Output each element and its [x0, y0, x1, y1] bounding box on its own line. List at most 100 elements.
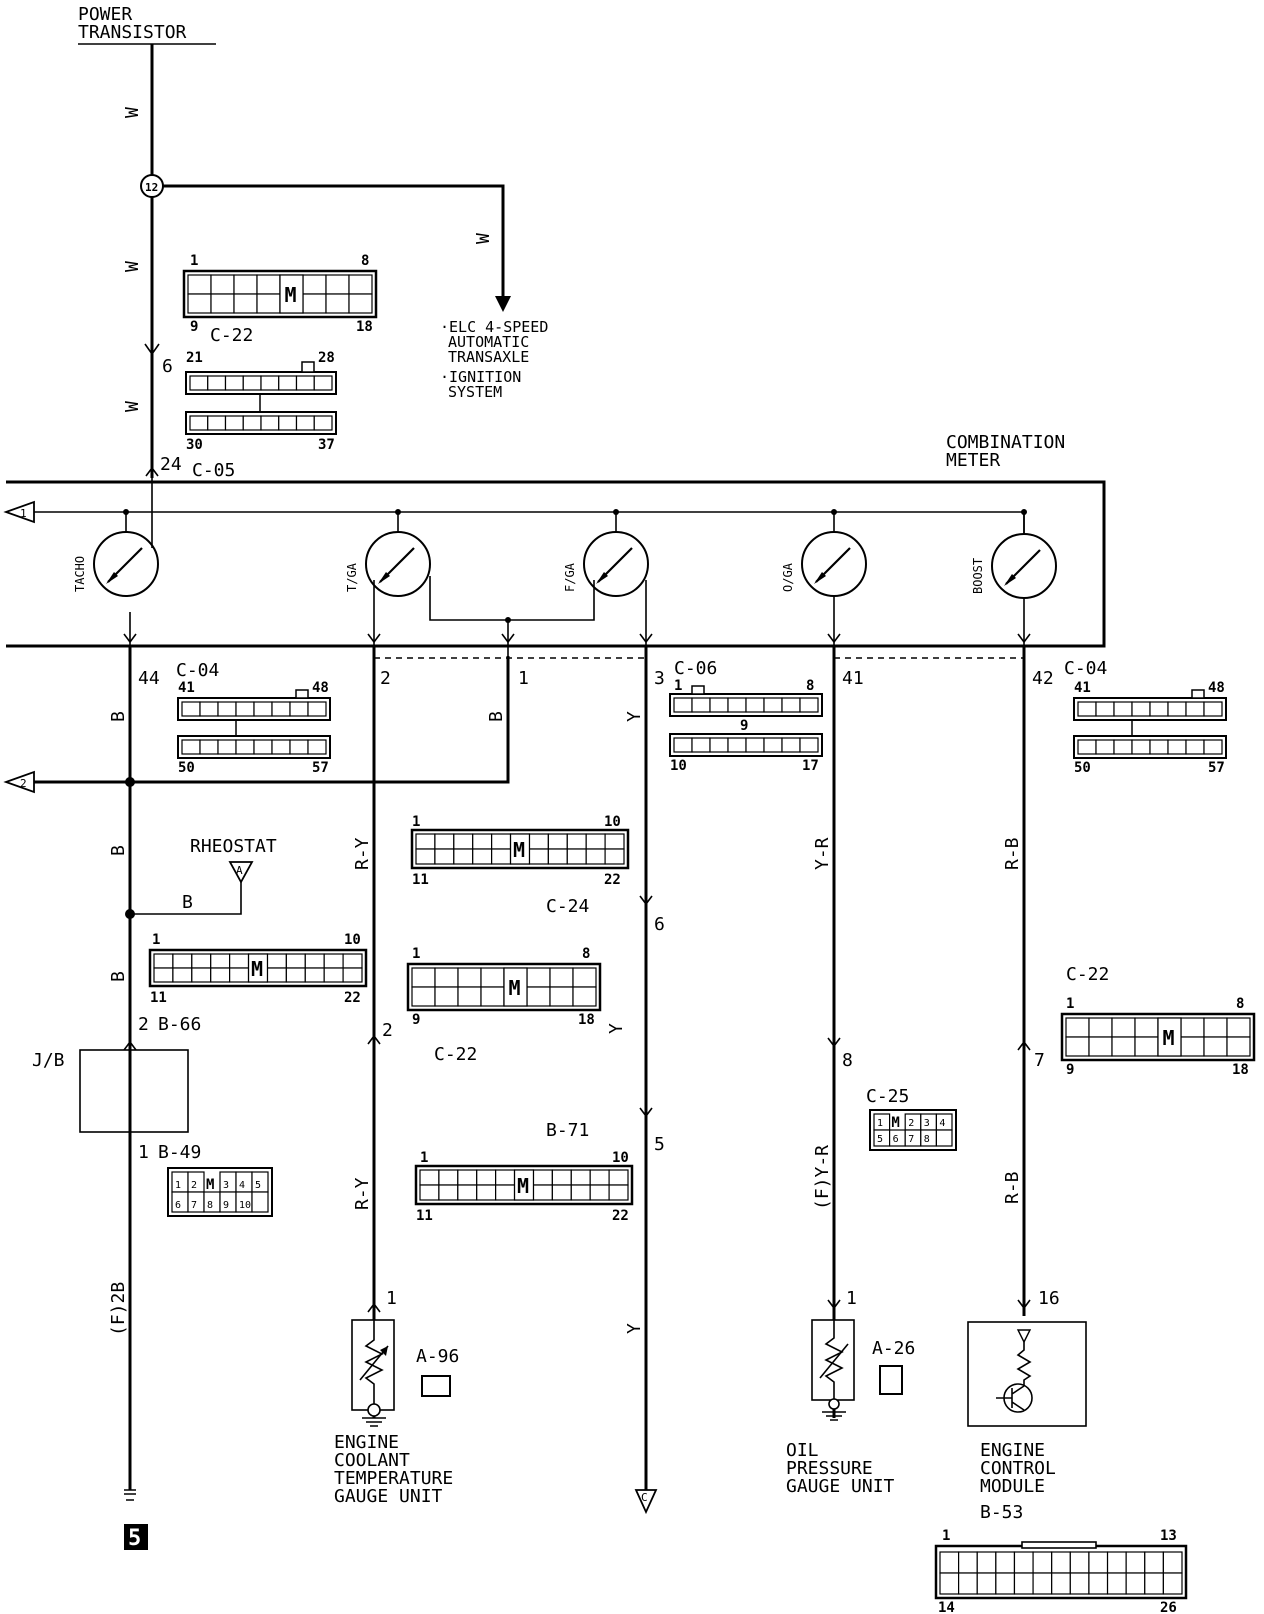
connector-cell	[235, 739, 255, 755]
connector-cell	[260, 415, 280, 431]
connector-cell	[304, 953, 325, 969]
c22top-pin1: 1	[190, 253, 198, 269]
splice-label: 12	[145, 181, 158, 194]
connector-c05	[185, 361, 337, 435]
connector-cell	[472, 833, 493, 850]
ect-arrowhead-icon	[380, 1346, 388, 1356]
connector-c06	[669, 685, 823, 757]
connector-cell	[419, 1169, 440, 1186]
connector-cell	[233, 293, 258, 314]
connector-cell	[939, 1551, 960, 1574]
a96-connector-icon	[421, 1375, 451, 1397]
connector-cell	[210, 274, 235, 295]
gauge-tacho-arrowhead-icon	[106, 572, 118, 584]
wire-color-y-2: Y	[606, 1023, 627, 1034]
b66-id: B-66	[158, 1014, 201, 1035]
c06-pin9: 9	[740, 718, 748, 734]
rheostat-offpage-icon	[228, 861, 254, 884]
connector-cell	[528, 848, 549, 865]
connector-cell	[181, 701, 201, 717]
connector-cell	[313, 415, 333, 431]
c05-pin37: 37	[318, 437, 335, 453]
connector-cell	[549, 986, 574, 1007]
c24-pin22: 22	[604, 872, 621, 888]
connector-cell	[1077, 739, 1097, 755]
connector-cell	[1088, 1036, 1113, 1057]
ect-ground-icon	[362, 1417, 386, 1427]
connector-cell	[457, 986, 482, 1007]
connector-cell	[1088, 1551, 1109, 1574]
connector-pin-number: 3	[924, 1118, 930, 1129]
connector-chevron-icon	[123, 633, 137, 644]
c22top-pin18: 18	[356, 319, 373, 335]
connector-cell	[415, 848, 436, 865]
junction-block	[79, 1049, 189, 1133]
c06-pin17: 17	[802, 758, 819, 774]
gauge-boost-label: BOOST	[971, 558, 985, 594]
connector-chevron-icon	[639, 1107, 653, 1118]
connector-cell	[1051, 1572, 1071, 1595]
connector-cell	[256, 274, 281, 295]
connector-cell	[207, 415, 227, 431]
connector-cell	[958, 1551, 978, 1574]
ect-label-3: TEMPERATURE	[334, 1468, 453, 1489]
connector-cell	[224, 375, 244, 391]
connector-cell	[589, 1169, 610, 1186]
connector-cell	[1149, 701, 1169, 717]
connector-pin-number: 1	[877, 1118, 883, 1129]
connector-cell	[549, 967, 574, 988]
connector-cell	[285, 953, 306, 969]
connector-cell	[189, 415, 209, 431]
b71-pin10: 10	[612, 1150, 629, 1166]
connector-cell	[799, 737, 819, 753]
c22top-id: C-22	[210, 325, 253, 346]
connector-key-mark: M	[891, 1115, 899, 1131]
ect-label-1: ENGINE	[334, 1432, 399, 1453]
rheostat-offpage-label: A	[236, 864, 243, 877]
pin-44: 44	[138, 668, 160, 689]
connector-cell	[1131, 739, 1151, 755]
connector-pin-number: 1	[175, 1180, 181, 1191]
connector-cell	[1065, 1017, 1090, 1038]
connector-cell	[235, 701, 255, 717]
connector-pin-number: 8	[207, 1200, 213, 1211]
connector-cell	[323, 953, 344, 969]
c04b-pin41: 41	[1074, 680, 1091, 696]
connector-cell	[1125, 1551, 1146, 1574]
gauge-tga: T/GA	[345, 509, 431, 597]
b71-pin11: 11	[416, 1208, 433, 1224]
connector-cell	[210, 293, 235, 314]
connector-cell	[1203, 1036, 1228, 1057]
connector-c04-right	[1073, 689, 1227, 759]
c22c-pin1: 1	[1066, 996, 1074, 1012]
connector-cell	[709, 697, 729, 713]
ground-point-badge	[124, 1524, 148, 1550]
connector-cell	[199, 701, 219, 717]
pin-3: 3	[654, 668, 665, 689]
gauge-tacho-label: TACHO	[73, 556, 87, 592]
connector-cell	[1167, 701, 1187, 717]
b66-pin1: 1	[152, 932, 160, 948]
c24-id: C-24	[546, 896, 589, 917]
connector-chevron-icon	[123, 1040, 137, 1051]
connector-cell	[1144, 1572, 1164, 1595]
connector-cell	[480, 986, 505, 1007]
connector-cell	[995, 1551, 1016, 1574]
connector-cell	[1226, 1017, 1251, 1038]
connector-cell	[224, 415, 244, 431]
connector-cell	[415, 833, 436, 850]
connector-cell	[608, 1184, 629, 1201]
ecm-resistor-icon	[1016, 1342, 1032, 1386]
connector-c22-top: M	[182, 269, 378, 319]
connector-chevron-icon	[639, 895, 653, 906]
connector-cell	[1013, 1572, 1034, 1595]
connector-chevron-icon	[501, 633, 515, 644]
connector-cell	[434, 833, 455, 850]
connector-cell	[453, 833, 474, 850]
gauge-fga-arrowhead-icon	[596, 572, 608, 584]
connector-b53	[934, 1541, 1188, 1600]
connector-cell	[1131, 701, 1151, 717]
c04a-pin50: 50	[178, 760, 195, 776]
connector-pin-number: 9	[223, 1200, 229, 1211]
wire-color-b-2: B	[486, 711, 507, 722]
